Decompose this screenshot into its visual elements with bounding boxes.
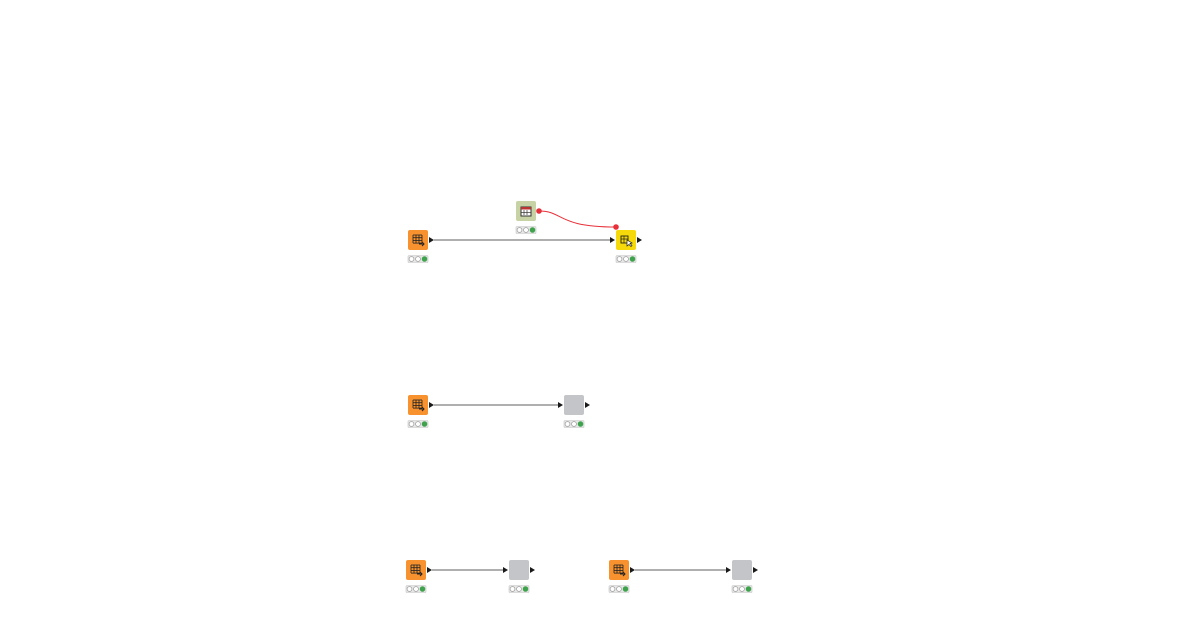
status-light-off <box>509 586 516 592</box>
component-node[interactable] <box>503 560 535 593</box>
status-light-green <box>419 586 426 592</box>
view-node[interactable] <box>610 230 642 263</box>
table-reader-icon <box>410 564 423 577</box>
table-creator-icon <box>412 234 425 247</box>
status-light-off <box>413 586 419 592</box>
configuration-node[interactable] <box>515 201 537 234</box>
nodes-layer <box>405 201 758 593</box>
node-status-indicator <box>508 585 530 593</box>
node-body[interactable] <box>509 560 529 580</box>
calendar-widget-icon <box>520 206 532 217</box>
status-light-off <box>408 421 415 427</box>
status-light-off <box>408 256 415 262</box>
node-body[interactable] <box>616 230 636 250</box>
flow-variable-in-port[interactable] <box>613 224 619 230</box>
status-light-off <box>415 421 421 427</box>
output-port[interactable] <box>630 567 635 573</box>
node-status-indicator <box>615 255 637 263</box>
node-body[interactable] <box>732 560 752 580</box>
status-light-green <box>745 586 752 592</box>
interactive-view-icon <box>620 235 633 247</box>
status-light-off <box>623 256 629 262</box>
component-node[interactable] <box>726 560 758 593</box>
status-light-off <box>523 227 529 233</box>
status-light-off <box>406 586 413 592</box>
source-node[interactable] <box>608 560 635 593</box>
table-creator-icon <box>613 564 626 577</box>
node-status-indicator <box>405 585 427 593</box>
status-light-green <box>522 586 529 592</box>
output-port[interactable] <box>637 237 642 243</box>
source-node[interactable] <box>407 230 434 263</box>
status-light-off <box>516 586 522 592</box>
flow-variable-out-port[interactable] <box>536 208 542 214</box>
component-node[interactable] <box>558 395 590 428</box>
status-light-off <box>616 586 622 592</box>
status-light-off <box>616 256 623 262</box>
input-port[interactable] <box>558 402 563 408</box>
connections-layer <box>432 208 726 571</box>
output-port[interactable] <box>585 402 590 408</box>
node-status-indicator <box>563 420 585 428</box>
status-light-off <box>564 421 571 427</box>
status-light-green <box>629 256 636 262</box>
status-light-green <box>622 586 629 592</box>
node-status-indicator <box>608 585 630 593</box>
node-status-indicator <box>407 255 429 263</box>
status-light-off <box>415 256 421 262</box>
node-status-indicator <box>407 420 429 428</box>
output-port[interactable] <box>530 567 535 573</box>
node-body[interactable] <box>564 395 584 415</box>
source-node[interactable] <box>405 560 432 593</box>
status-light-off <box>516 227 523 233</box>
status-light-green <box>421 256 428 262</box>
status-light-off <box>739 586 745 592</box>
status-light-off <box>732 586 739 592</box>
flow-variable-connection[interactable] <box>536 208 619 230</box>
status-light-green <box>529 227 536 233</box>
output-port[interactable] <box>429 402 434 408</box>
output-port[interactable] <box>427 567 432 573</box>
status-light-green <box>421 421 428 427</box>
status-light-off <box>571 421 577 427</box>
output-port[interactable] <box>753 567 758 573</box>
node-status-indicator <box>515 226 537 234</box>
status-light-green <box>577 421 584 427</box>
input-port[interactable] <box>610 237 615 243</box>
table-creator-icon <box>412 399 425 412</box>
source-node[interactable] <box>407 395 434 428</box>
status-light-off <box>609 586 616 592</box>
input-port[interactable] <box>726 567 731 573</box>
input-port[interactable] <box>503 567 508 573</box>
output-port[interactable] <box>429 237 434 243</box>
node-status-indicator <box>731 585 753 593</box>
